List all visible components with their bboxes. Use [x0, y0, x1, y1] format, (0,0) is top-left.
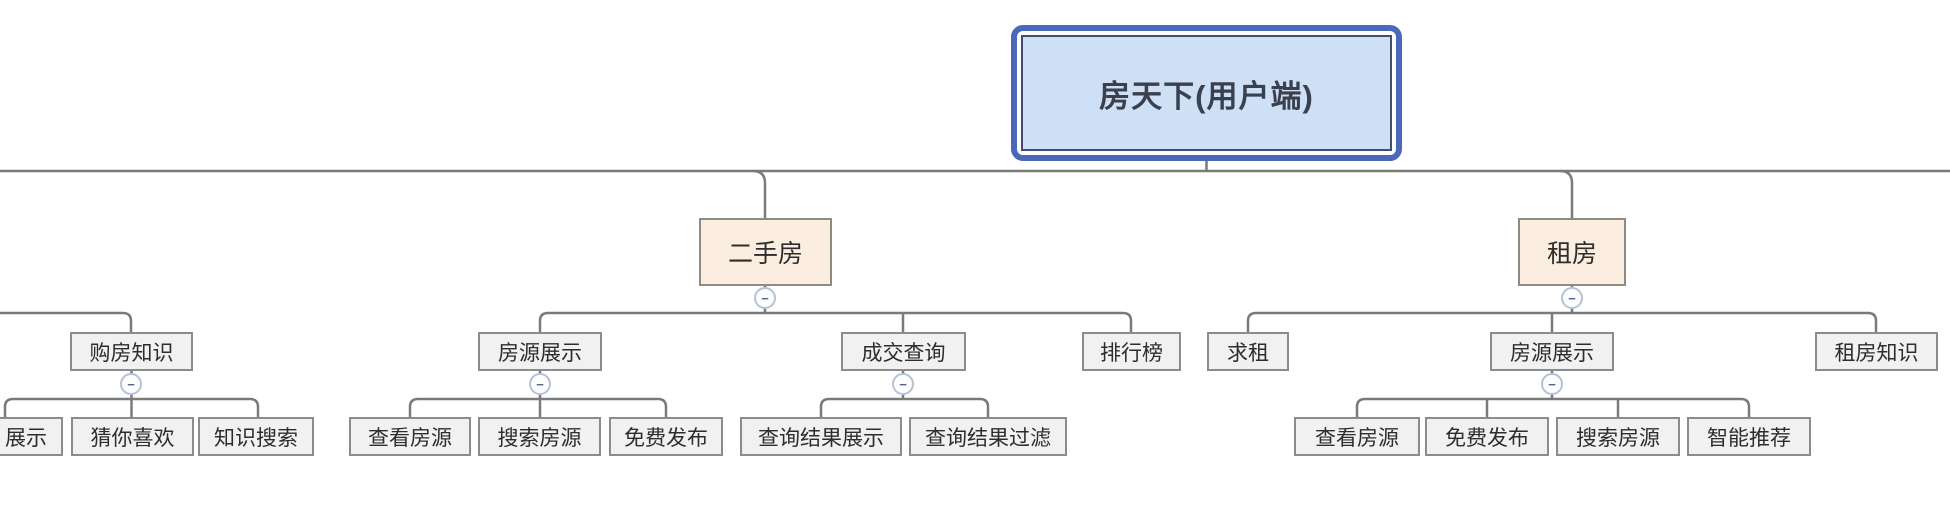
node-zufang-label: 租房: [1546, 240, 1597, 268]
node-fangyuan-zhanshi-right-label: 房源展示: [1510, 341, 1594, 365]
node-zhanshi-partial-label: 展示: [5, 426, 47, 450]
node-zufang-zhishi[interactable]: 租房知识: [1815, 332, 1938, 371]
node-zhishi-sousuo-label: 知识搜索: [214, 426, 298, 450]
node-root[interactable]: 房天下(用户端): [1011, 25, 1402, 161]
node-fangyuan-zhanshi-left[interactable]: 房源展示: [478, 332, 602, 371]
node-chakan-fangyuan-right-label: 查看房源: [1315, 426, 1399, 450]
collapse-icon-fangyuan-zhanshi-left[interactable]: −: [529, 373, 551, 395]
collapse-icon-goufang-zhishi[interactable]: −: [120, 373, 142, 395]
node-mianfei-fabu-left-label: 免费发布: [624, 426, 708, 450]
collapse-icon-zufang[interactable]: −: [1561, 287, 1583, 309]
node-zhineng-tuijian[interactable]: 智能推荐: [1687, 417, 1811, 456]
node-fangyuan-zhanshi-left-label: 房源展示: [498, 341, 582, 365]
node-root-label: 房天下(用户端): [1099, 78, 1314, 114]
node-qiuzu[interactable]: 求租: [1207, 332, 1289, 371]
node-zufang-zhishi-label: 租房知识: [1834, 341, 1919, 365]
node-zhineng-tuijian-label: 智能推荐: [1707, 426, 1791, 450]
node-mianfei-fabu-left[interactable]: 免费发布: [609, 417, 723, 456]
node-chakan-fangyuan-right[interactable]: 查看房源: [1294, 417, 1420, 456]
node-goufang-zhishi[interactable]: 购房知识: [70, 332, 193, 371]
node-chaxun-jieguo-guolv-label: 查询结果过滤: [925, 426, 1051, 450]
node-ershoufang-label: 二手房: [727, 240, 803, 268]
collapse-icon-fangyuan-zhanshi-right[interactable]: −: [1541, 373, 1563, 395]
node-sousuo-fangyuan-right-label: 搜索房源: [1576, 426, 1660, 450]
collapse-icon-ershoufang[interactable]: −: [754, 287, 776, 309]
node-cainixihuan[interactable]: 猜你喜欢: [71, 417, 194, 456]
node-mianfei-fabu-right-label: 免费发布: [1445, 426, 1529, 450]
node-zufang[interactable]: 租房: [1518, 218, 1626, 286]
node-zhanshi-partial[interactable]: 展示: [0, 417, 63, 456]
node-chaxun-jieguo-zhanshi[interactable]: 查询结果展示: [740, 417, 902, 456]
node-fangyuan-zhanshi-right[interactable]: 房源展示: [1490, 332, 1614, 371]
node-sousuo-fangyuan-left-label: 搜索房源: [497, 426, 582, 450]
connector-lines: [0, 161, 1950, 417]
node-chakan-fangyuan-left[interactable]: 查看房源: [349, 417, 471, 456]
node-chengjiao-chaxun-label: 成交查询: [861, 341, 946, 365]
node-zhishi-sousuo[interactable]: 知识搜索: [198, 417, 314, 456]
node-paihangbang-label: 排行榜: [1100, 341, 1163, 365]
node-ershoufang[interactable]: 二手房: [699, 218, 832, 286]
collapse-icon-chengjiao-chaxun[interactable]: −: [892, 373, 914, 395]
node-root-body: 房天下(用户端): [1021, 35, 1392, 151]
node-cainixihuan-label: 猜你喜欢: [90, 426, 175, 450]
node-sousuo-fangyuan-left[interactable]: 搜索房源: [478, 417, 601, 456]
node-qiuzu-label: 求租: [1227, 341, 1269, 365]
node-paihangbang[interactable]: 排行榜: [1082, 332, 1181, 371]
node-chakan-fangyuan-left-label: 查看房源: [368, 426, 452, 450]
node-chaxun-jieguo-zhanshi-label: 查询结果展示: [758, 426, 884, 450]
node-chengjiao-chaxun[interactable]: 成交查询: [841, 332, 966, 371]
node-sousuo-fangyuan-right[interactable]: 搜索房源: [1556, 417, 1680, 456]
node-mianfei-fabu-right[interactable]: 免费发布: [1425, 417, 1549, 456]
node-chaxun-jieguo-guolv[interactable]: 查询结果过滤: [909, 417, 1067, 456]
node-goufang-zhishi-label: 购房知识: [89, 341, 174, 365]
